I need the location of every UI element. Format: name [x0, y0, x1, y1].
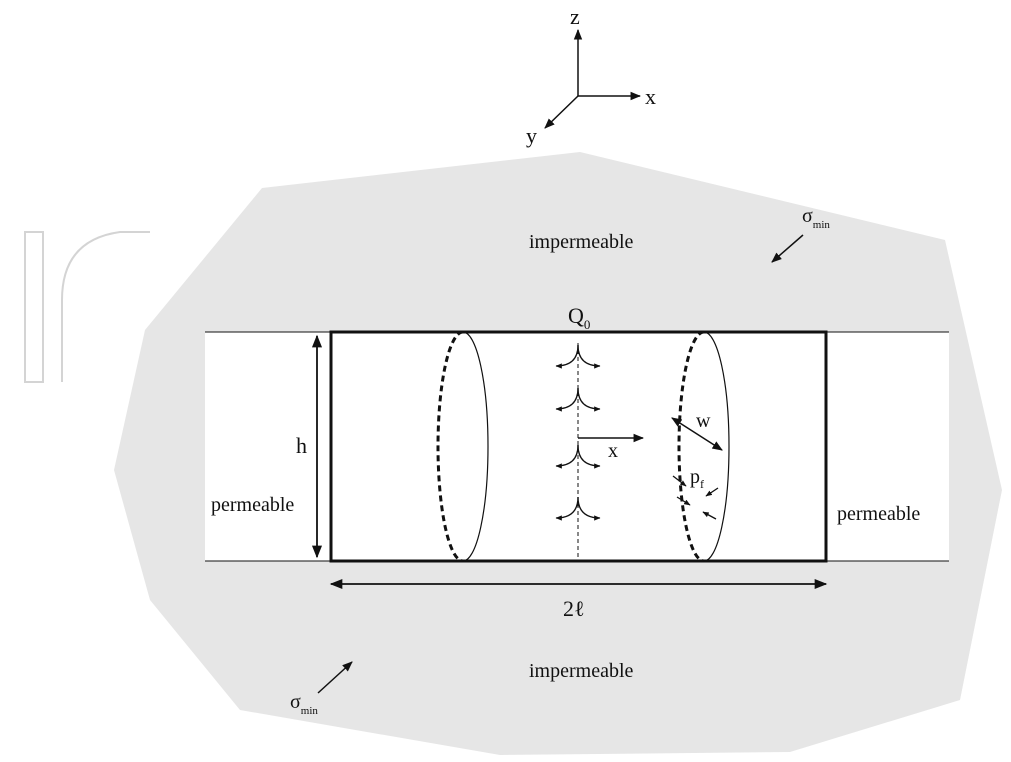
flow-rate-label: Q0: [568, 303, 590, 332]
background-watermark: [24, 231, 150, 383]
stress-top-label: σmin: [802, 205, 830, 231]
stress-arrow-top: [771, 234, 804, 263]
pressure-arrow-3: [705, 487, 719, 497]
coordinate-axes: [544, 28, 642, 129]
permeable-right-label: permeable: [837, 503, 920, 525]
flow-arrows: [555, 344, 601, 521]
left-ellipse-solid: [462, 331, 489, 562]
flow-arrow-1-right: [577, 344, 601, 369]
flow-arrow-4-right: [577, 496, 601, 521]
flow-arrow-3-right: [577, 444, 601, 469]
flow-arrow-2-right: [577, 387, 601, 412]
left-ellipse-dashed: [436, 330, 464, 563]
width-label: w: [696, 410, 711, 432]
impermeable-bottom-label: impermeable: [529, 660, 634, 682]
y-axis-label: y: [526, 123, 537, 148]
x-axis-label: x: [645, 84, 656, 109]
pressure-arrow-2: [676, 496, 691, 506]
stress-arrow-bottom: [317, 661, 353, 694]
length-label: 2ℓ: [563, 596, 585, 621]
permeable-left-label: permeable: [211, 494, 294, 516]
impermeable-top-label: impermeable: [529, 231, 634, 253]
pressure-arrows: [672, 475, 719, 520]
local-x-label: x: [608, 440, 618, 462]
stress-bottom-label: σmin: [290, 691, 318, 717]
fluid-pressure-label: pf: [690, 466, 704, 491]
pressure-arrow-4: [702, 511, 717, 520]
right-ellipse-solid: [703, 331, 730, 562]
pressure-arrow-1: [672, 475, 687, 487]
z-axis-label: z: [570, 4, 580, 29]
height-label: h: [296, 433, 307, 458]
width-arrow: [671, 417, 723, 451]
y-axis: [544, 95, 579, 129]
